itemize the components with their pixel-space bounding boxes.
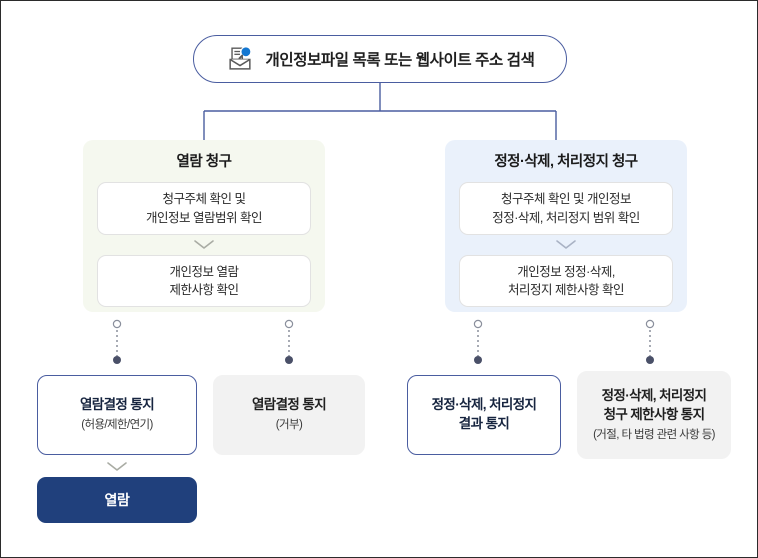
dotted-connector-1	[110, 319, 124, 365]
result-sub-line: (거절, 타 법령 관련 사항 등)	[593, 428, 715, 441]
step-line: 개인정보 열람	[169, 264, 239, 279]
result-sub-line: (허용/제한/연기)	[81, 419, 153, 432]
result-box-access-decision-reject[interactable]: 열람결정 통지 (거부)	[213, 375, 365, 455]
step-line: 처리정지 제한사항 확인	[508, 282, 624, 297]
final-box-access-granted[interactable]: 열람	[37, 477, 197, 523]
dotted-connector-3	[471, 319, 485, 365]
search-header-pill[interactable]: 개인정보파일 목록 또는 웹사이트 주소 검색	[193, 35, 567, 83]
step-line: 제한사항 확인	[169, 282, 239, 297]
result-main-line: 열람결정 통지	[251, 397, 327, 413]
result-main-line: 결과 통지	[458, 416, 510, 431]
branch-panel-access-request: 열람 청구 청구주체 확인 및 개인정보 열람범위 확인 개인정보 열람 제한사…	[83, 140, 325, 312]
result-sub-line: (거부)	[275, 419, 303, 432]
branch-panel-correction-request: 정정·삭제, 처리정지 청구 청구주체 확인 및 개인정보 정정·삭제, 처리정…	[445, 140, 687, 312]
step-line: 개인정보 정정·삭제,	[517, 264, 615, 279]
result-main-line: 열람결정 통지	[79, 397, 155, 413]
final-box-label: 열람	[104, 492, 130, 508]
step-line: 개인정보 열람범위 확인	[146, 210, 262, 225]
step-line: 청구주체 확인 및 개인정보	[501, 192, 631, 207]
search-header-label: 개인정보파일 목록 또는 웹사이트 주소 검색	[265, 52, 535, 69]
chevron-down-icon-final	[37, 457, 197, 475]
step-box-correction-1: 청구주체 확인 및 개인정보 정정·삭제, 처리정지 범위 확인	[459, 182, 673, 235]
document-search-icon	[225, 44, 255, 74]
branch-title-correction-request: 정정·삭제, 처리정지 청구	[494, 154, 638, 170]
result-main-line: 정정·삭제, 처리정지	[431, 397, 537, 413]
dotted-connector-4	[643, 319, 657, 365]
chevron-down-icon	[83, 235, 325, 255]
step-line: 청구주체 확인 및	[162, 192, 246, 207]
branch-title-access-request: 열람 청구	[176, 154, 232, 170]
result-main-line: 정정·삭제, 처리정지	[601, 387, 707, 403]
chevron-down-icon	[445, 235, 687, 255]
step-box-access-1: 청구주체 확인 및 개인정보 열람범위 확인	[97, 182, 311, 235]
result-box-access-decision-allow[interactable]: 열람결정 통지 (허용/제한/연기)	[37, 375, 197, 455]
step-box-access-2: 개인정보 열람 제한사항 확인	[97, 254, 311, 307]
result-box-correction-restriction-notice[interactable]: 정정·삭제, 처리정지 청구 제한사항 통지 (거절, 타 법령 관련 사항 등…	[577, 371, 731, 459]
dotted-connector-2	[282, 319, 296, 365]
result-main-line: 청구 제한사항 통지	[603, 406, 705, 422]
step-box-correction-2: 개인정보 정정·삭제, 처리정지 제한사항 확인	[459, 254, 673, 307]
step-line: 정정·삭제, 처리정지 범위 확인	[492, 210, 640, 225]
result-box-correction-result-notice[interactable]: 정정·삭제, 처리정지 결과 통지	[407, 375, 561, 455]
